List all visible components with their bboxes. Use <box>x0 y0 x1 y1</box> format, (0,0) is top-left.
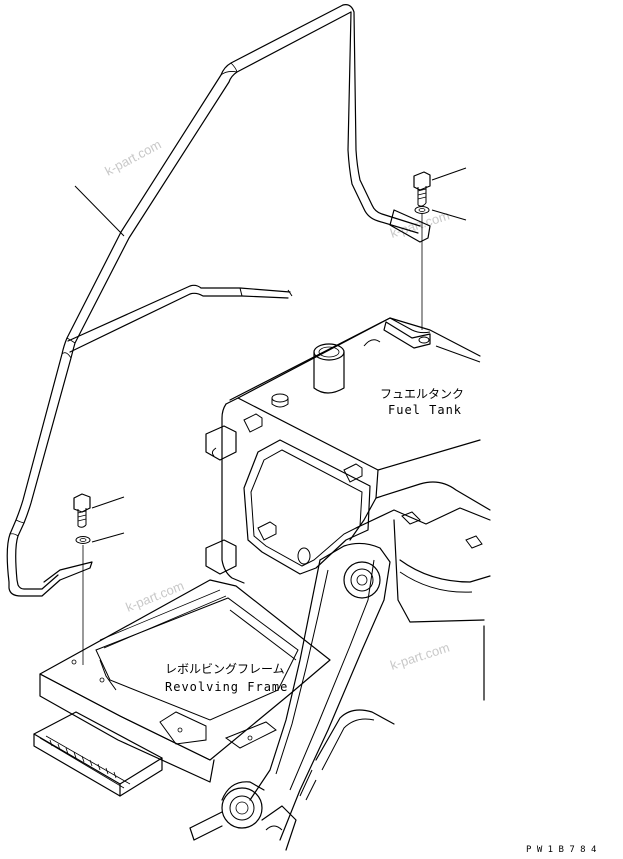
fuel-tank-label-jp: フュエルタンク <box>380 387 464 401</box>
watermark-3: k-part.com <box>124 578 187 615</box>
revolving-frame-label-jp: レボルビングフレーム <box>165 662 285 676</box>
fuel-tank <box>205 317 491 584</box>
drawing-code: P W 1 B 7 8 4 <box>526 845 596 855</box>
watermark-4: k-part.com <box>388 640 451 673</box>
fuel-tank-label-en: Fuel Tank <box>388 403 462 417</box>
labels: フュエルタンク Fuel Tank レボルビングフレーム Revolving F… <box>165 387 596 855</box>
watermark-1: k-part.com <box>102 137 163 179</box>
bolt-lower <box>73 493 125 665</box>
revolving-frame-label-en: Revolving Frame <box>165 680 288 694</box>
bolt-upper <box>413 167 467 330</box>
handrail <box>6 4 431 597</box>
revolving-frame <box>33 507 491 851</box>
